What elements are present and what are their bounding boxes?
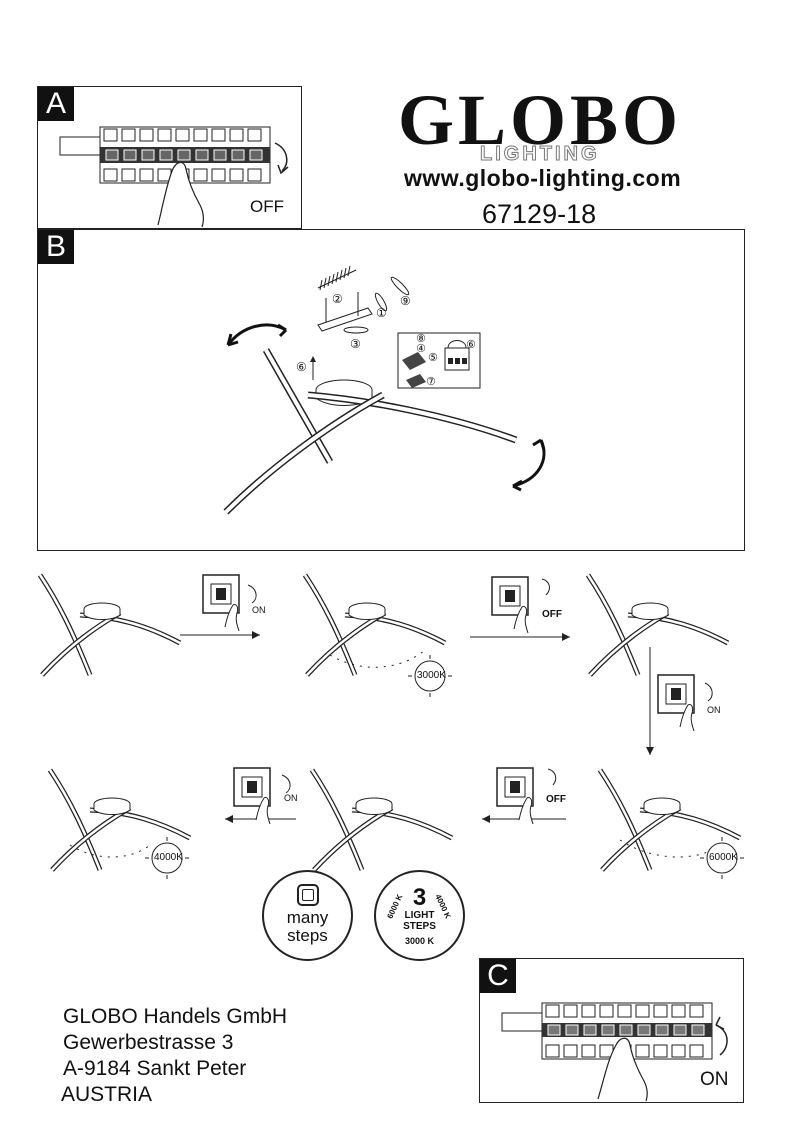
many-steps-line2: steps (287, 926, 328, 945)
seq-on-label-2: ON (707, 705, 721, 715)
city-address: A-9184 Sankt Peter (63, 1057, 247, 1080)
website-url[interactable]: www.globo-lighting.com (404, 165, 682, 191)
step-7-marker: ⑦ (426, 376, 436, 388)
dimmer-icon (296, 884, 319, 906)
brand-logo: GLOBO (398, 80, 683, 160)
panel-a: A OFF (37, 86, 302, 229)
temp-4000k: 4000K (154, 852, 183, 863)
switching-sequence-diagram (0, 555, 744, 879)
step-2-marker: ② (332, 292, 343, 306)
light-steps-badge: 3 LIGHT STEPS 3000 K 6000 K 4000 K (374, 870, 465, 961)
panel-c: C ON (479, 958, 744, 1103)
seq-off-label-1: OFF (542, 609, 562, 620)
light-steps-number: 3 (412, 884, 427, 911)
temp-6000k: 6000K (709, 852, 738, 863)
installation-diagram (223, 265, 546, 515)
seq-on-label-3: ON (284, 793, 298, 803)
breaker-illustration-off (59, 126, 289, 228)
step-3-marker: ③ (350, 337, 361, 351)
brand-sub-logo: LIGHTING (480, 143, 600, 166)
model-number: 67129-18 (482, 199, 597, 229)
panel-a-off-label: OFF (250, 197, 284, 216)
seq-on-label-1: ON (252, 605, 266, 615)
step-6-marker-box: ⑥ (466, 339, 476, 351)
street-address: Gewerbestrasse 3 (63, 1031, 234, 1054)
panel-a-letter: A (38, 87, 74, 121)
many-steps-line1: many (286, 908, 329, 927)
step-6-marker-arrow: ⑥ (296, 360, 307, 374)
light-steps-line1: LIGHT (404, 910, 435, 921)
panel-b-letter: B (38, 230, 74, 264)
step-1-marker: ① (376, 306, 387, 320)
light-steps-3000k: 3000 K (404, 936, 435, 946)
many-steps-badge: many steps (262, 870, 353, 961)
seq-off-label-2: OFF (546, 794, 566, 805)
breaker-illustration-on (501, 1002, 728, 1102)
company-address: GLOBO Handels GmbH Gewerbestrasse 3 A-91… (61, 1004, 288, 1108)
step-9-marker: ⑨ (400, 294, 411, 308)
company-name: GLOBO Handels GmbH (63, 1005, 288, 1028)
panel-c-letter: C (480, 959, 516, 993)
panel-b: B (37, 229, 745, 551)
step-8-marker: ⑧ (416, 333, 426, 345)
country: AUSTRIA (61, 1083, 153, 1106)
step-5-marker: ⑤ (428, 352, 438, 364)
temp-3000k: 3000K (417, 670, 446, 681)
step-4-marker: ④ (416, 343, 426, 355)
panel-c-on-label: ON (700, 1069, 729, 1090)
light-steps-line2: STEPS (403, 921, 436, 932)
